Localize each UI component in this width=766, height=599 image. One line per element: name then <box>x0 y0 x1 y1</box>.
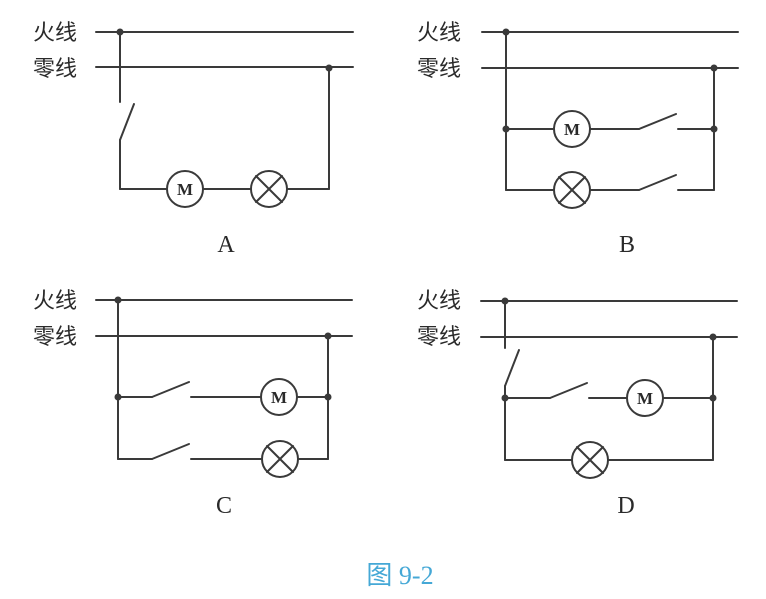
neutral-wire-label: 零线 <box>33 325 77 350</box>
motor-icon: M <box>166 170 204 208</box>
switch-icon <box>151 443 190 460</box>
panel-label-d: D <box>617 493 634 519</box>
lamp-icon <box>571 441 609 479</box>
motor-icon: M <box>553 110 591 148</box>
lamp-icon <box>250 170 288 208</box>
live-wire-label: 火线 <box>33 289 77 314</box>
panel-b: 火线 零线 M B <box>417 21 739 258</box>
svg-text:M: M <box>564 120 580 139</box>
neutral-wire-label: 零线 <box>417 325 461 350</box>
switch-icon <box>151 381 190 398</box>
motor-icon: M <box>260 378 298 416</box>
switch-icon <box>638 174 677 191</box>
main-switch-icon <box>504 349 520 387</box>
panel-label-a: A <box>217 232 235 258</box>
svg-text:M: M <box>637 389 653 408</box>
live-wire-label: 火线 <box>417 289 461 314</box>
neutral-wire-label: 零线 <box>33 57 77 82</box>
svg-text:M: M <box>177 180 193 199</box>
switch-icon <box>638 113 677 130</box>
lamp-icon <box>553 171 591 209</box>
panel-label-b: B <box>619 232 635 258</box>
live-wire-label: 火线 <box>33 21 77 46</box>
panel-c: 火线 零线 M C <box>33 289 353 519</box>
panel-d: 火线 零线 M D <box>417 289 738 519</box>
panel-label-c: C <box>216 493 232 519</box>
neutral-wire-label: 零线 <box>417 57 461 82</box>
switch-icon <box>119 103 135 141</box>
lamp-icon <box>261 440 299 478</box>
svg-text:M: M <box>271 388 287 407</box>
switch-icon <box>549 382 588 399</box>
panel-a: 火线 零线 M A <box>33 21 354 258</box>
motor-icon: M <box>626 379 664 417</box>
live-wire-label: 火线 <box>417 21 461 46</box>
figure-caption: 图 9-2 <box>366 561 433 590</box>
